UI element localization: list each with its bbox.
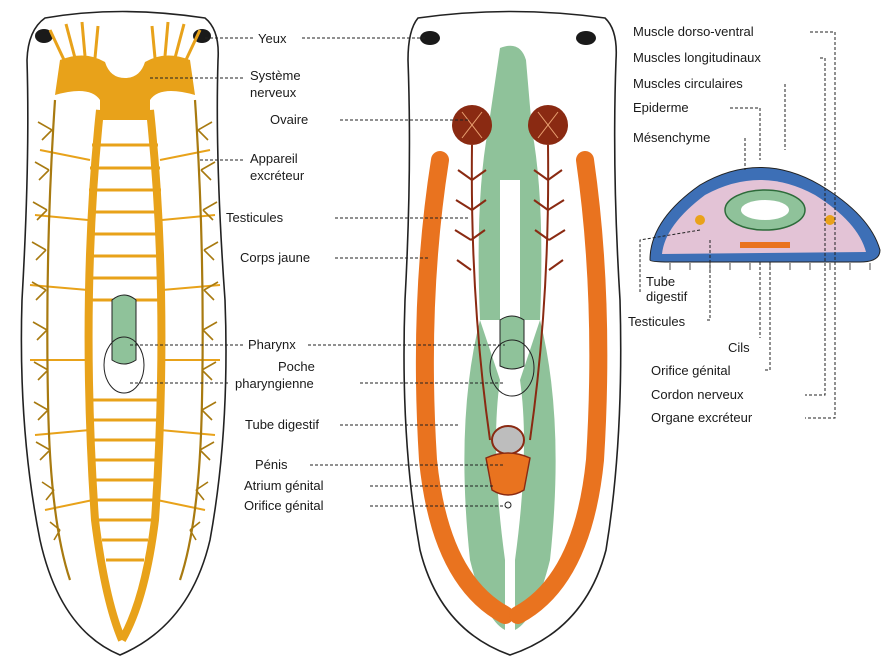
gut-anterior-branch: [478, 45, 542, 320]
section-label-organe: Organe excréteur: [651, 410, 753, 425]
label-atrium: Atrium génital: [244, 478, 324, 493]
section-label-tube: Tube: [646, 274, 675, 289]
section-excretory-right: [825, 215, 835, 225]
right-eye-icon: [576, 31, 596, 45]
left-eye-icon: [420, 31, 440, 45]
leader-lines: [130, 31, 836, 507]
label-tube-digestif: Tube digestif: [245, 417, 319, 432]
label-yeux: Yeux: [258, 31, 287, 46]
penis-bulb: [491, 425, 525, 455]
section-label-cordon: Cordon nerveux: [651, 387, 744, 402]
section-label-orifice: Orifice génital: [651, 363, 731, 378]
excretory-branches: [31, 121, 219, 541]
right-nerve-cord: [118, 109, 166, 642]
label-corps-jaune: Corps jaune: [240, 250, 310, 265]
gut-left-posterior: [464, 320, 505, 630]
genital-atrium: [485, 452, 531, 496]
section-excretory-left: [695, 215, 705, 225]
section-label-cils: Cils: [728, 340, 750, 355]
section-label-epiderme: Epiderme: [633, 100, 689, 115]
middle-pharyngeal-pouch: [489, 339, 535, 397]
label-appareil: Appareil: [250, 151, 298, 166]
yolk-gland-left: [415, 151, 514, 624]
genital-pore: [504, 501, 512, 509]
label-penis: Pénis: [255, 457, 288, 472]
section-gut-lumen: [741, 200, 789, 220]
label-ovaire: Ovaire: [270, 112, 308, 127]
cerebral-ganglion: [55, 55, 195, 120]
label-pharynx: Pharynx: [248, 337, 296, 352]
left-pharyngeal-pouch: [103, 336, 145, 394]
section-label-testicules: Testicules: [628, 314, 686, 329]
label-orifice: Orifice génital: [244, 498, 324, 513]
labels: Yeux Système nerveux Ovaire Appareil exc…: [226, 24, 761, 513]
section-label-muscle-dv: Muscle dorso-ventral: [633, 24, 754, 39]
left-body-figure: [20, 10, 227, 656]
left-pharynx: [111, 294, 137, 365]
ovary-texture: [461, 111, 559, 139]
label-systeme: Système: [250, 68, 301, 83]
oviducts: [454, 144, 566, 441]
cross-section-figure: [649, 167, 881, 270]
label-excreteur: excréteur: [250, 168, 305, 183]
label-pharyngienne: pharyngienne: [235, 376, 314, 391]
section-label-digestif: digestif: [646, 289, 688, 304]
section-label-mesenchyme: Mésenchyme: [633, 130, 710, 145]
section-label-muscles-long: Muscles longitudinaux: [633, 50, 761, 65]
label-poche: Poche: [278, 359, 315, 374]
label-nerveux: nerveux: [250, 85, 297, 100]
yolk-gland-right: [509, 151, 608, 624]
middle-pharynx: [499, 315, 525, 370]
gut-right-posterior: [515, 320, 556, 630]
left-eye-icon: [35, 29, 53, 43]
middle-body-figure: [403, 10, 622, 656]
lateral-nerves: [29, 149, 221, 511]
label-testicules: Testicules: [226, 210, 284, 225]
nerve-branches: [48, 21, 202, 63]
section-label-muscles-circ: Muscles circulaires: [633, 76, 743, 91]
left-nerve-cord: [84, 109, 126, 642]
